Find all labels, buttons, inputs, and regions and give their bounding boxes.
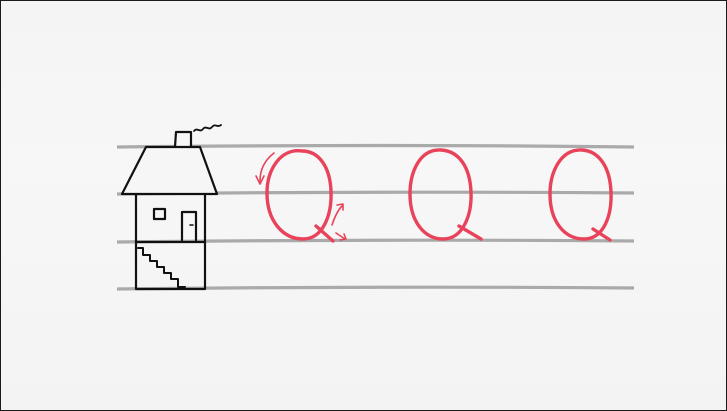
q-practice-1-tail bbox=[459, 226, 481, 239]
house-chimney bbox=[175, 132, 191, 147]
letter-q-practice-1 bbox=[410, 150, 481, 239]
q-practice-1-loop bbox=[410, 150, 471, 239]
house-smoke bbox=[194, 125, 221, 131]
house-icon bbox=[122, 125, 221, 289]
house-roof bbox=[122, 147, 217, 194]
house-door bbox=[182, 212, 196, 240]
arrow-icon bbox=[332, 206, 342, 225]
letter-q-demo bbox=[256, 151, 346, 241]
q-practice-2-loop bbox=[550, 150, 611, 239]
house-window bbox=[154, 209, 165, 219]
q-demo-loop bbox=[267, 151, 331, 239]
house-stairs bbox=[138, 248, 185, 287]
letter-q-practice-2 bbox=[550, 150, 611, 240]
